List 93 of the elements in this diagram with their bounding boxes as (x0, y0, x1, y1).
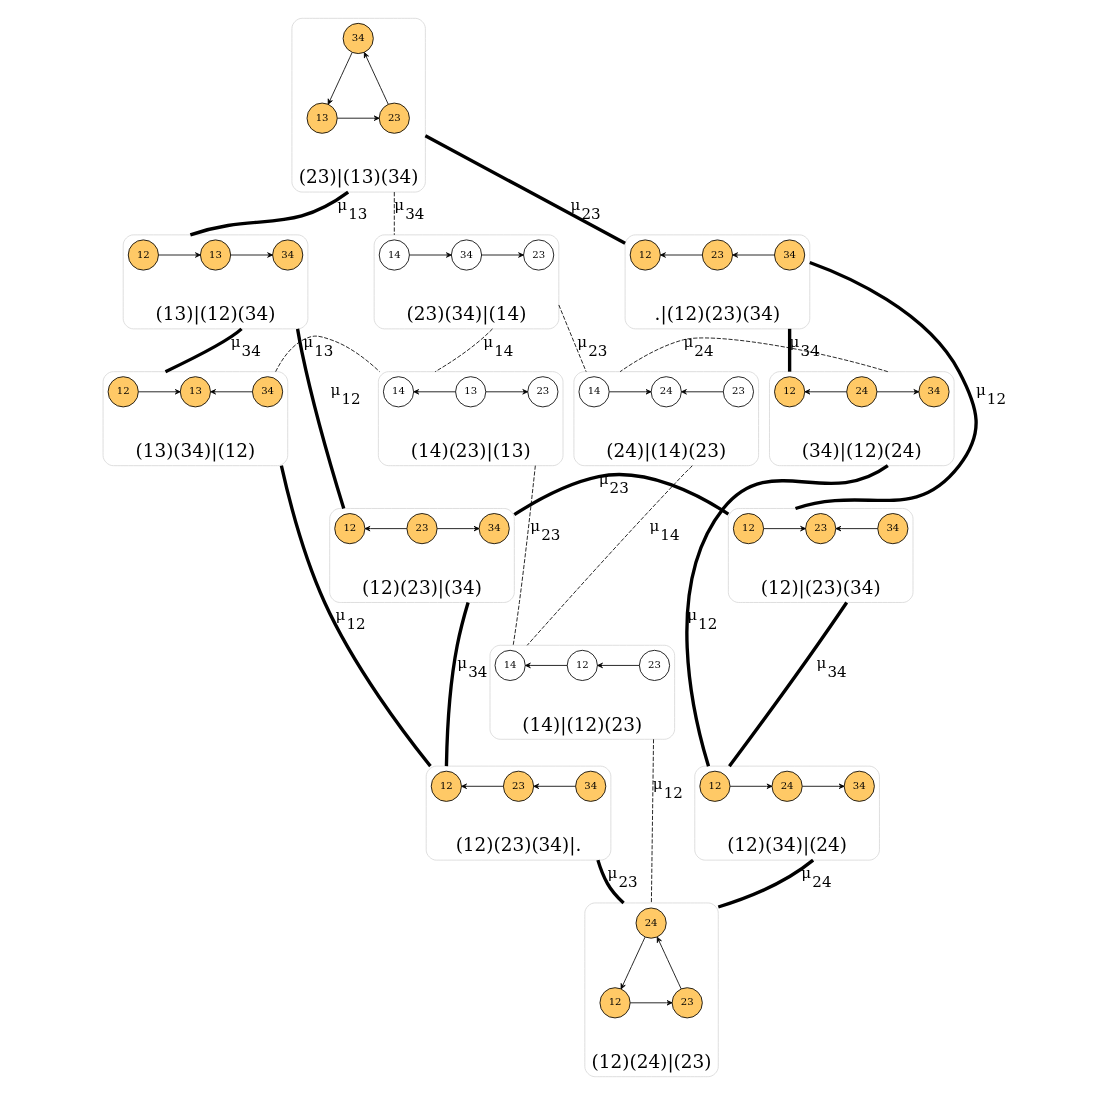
arrow (137, 389, 181, 395)
arrow (364, 525, 407, 532)
arrow (680, 389, 724, 395)
arrow (436, 525, 479, 532)
node-circle: 12 (599, 987, 631, 1019)
node-circle: 34 (271, 239, 303, 271)
node-circle: 13 (306, 102, 338, 134)
node-circle: 24 (635, 907, 667, 939)
arrow (596, 662, 640, 669)
node-circle: 12 (773, 376, 805, 408)
connector (717, 858, 814, 909)
node-circle: 34 (876, 513, 908, 545)
node-circle: 12 (566, 649, 598, 681)
arrow (480, 252, 524, 258)
arrow (629, 1000, 672, 1006)
node-circle: 34 (574, 770, 606, 802)
connector (279, 465, 432, 768)
arrow (327, 52, 353, 105)
node-circle: 23 (522, 239, 554, 271)
node-circle: 13 (199, 239, 231, 271)
arrow (762, 525, 806, 532)
node-circle: 23 (405, 513, 438, 545)
arrow (835, 525, 878, 532)
connector (444, 602, 470, 767)
connector (619, 337, 888, 373)
node-circle: 23 (804, 513, 836, 545)
arrow (620, 936, 645, 990)
connector (274, 335, 380, 373)
node-circle: 23 (671, 987, 703, 1019)
connector (557, 304, 587, 373)
node-circle: 23 (526, 376, 558, 408)
node-circle: 12 (107, 376, 139, 408)
node-circle: 34 (450, 239, 482, 271)
arrow (485, 389, 528, 395)
arrow (363, 52, 389, 105)
node-circle: 34 (843, 770, 875, 802)
node-circle: 23 (638, 649, 670, 681)
arrow (209, 389, 253, 395)
connector (787, 328, 791, 372)
node-circle: 12 (732, 513, 764, 545)
connector (512, 472, 729, 517)
arrow (731, 252, 775, 258)
connector (650, 738, 654, 904)
connector (424, 134, 626, 245)
connector (595, 859, 625, 905)
arrow (656, 936, 682, 990)
connector (526, 465, 693, 646)
connector (434, 328, 493, 373)
node-circle: 34 (251, 376, 283, 408)
node-circle: 23 (722, 376, 754, 408)
connector (295, 328, 345, 509)
arrow (229, 252, 273, 258)
node-circle: 13 (454, 376, 486, 408)
arrow (412, 389, 456, 395)
node-circle: 24 (845, 376, 877, 408)
node-circle: 34 (917, 376, 949, 408)
node-circle: 24 (650, 376, 682, 408)
arrow (532, 783, 576, 789)
node-circle: 34 (342, 22, 374, 54)
node-circle: 23 (378, 102, 410, 134)
node-circle: 34 (773, 239, 805, 271)
arrow (729, 783, 772, 789)
node-circle: 12 (333, 513, 365, 545)
connector (189, 190, 349, 237)
node-circle: 14 (578, 376, 610, 408)
node-circle: 12 (127, 239, 159, 271)
node-circle: 34 (478, 513, 510, 545)
node-circle: 12 (430, 770, 462, 802)
arrow (659, 252, 703, 258)
arrow (608, 389, 652, 395)
node-circle: 23 (701, 239, 733, 271)
connector (794, 260, 978, 511)
arrow (524, 662, 568, 669)
connector (393, 191, 395, 236)
arrow (408, 252, 452, 258)
node-circle: 13 (179, 376, 211, 408)
node-circle: 14 (382, 376, 414, 408)
node-circle: 12 (629, 239, 661, 271)
node-circle: 12 (698, 770, 730, 802)
arrow (460, 783, 504, 789)
connector (164, 327, 243, 374)
node-circle: 24 (771, 770, 803, 802)
node-circle: 14 (494, 649, 526, 681)
arrow (801, 783, 845, 789)
node-circle: 23 (502, 770, 534, 802)
connector (684, 464, 889, 767)
arrow (157, 252, 201, 258)
arrow (336, 115, 380, 121)
arrow (876, 389, 919, 395)
connector (512, 465, 536, 646)
node-circle: 14 (378, 239, 410, 271)
arrow (803, 389, 847, 395)
connector (727, 601, 848, 768)
